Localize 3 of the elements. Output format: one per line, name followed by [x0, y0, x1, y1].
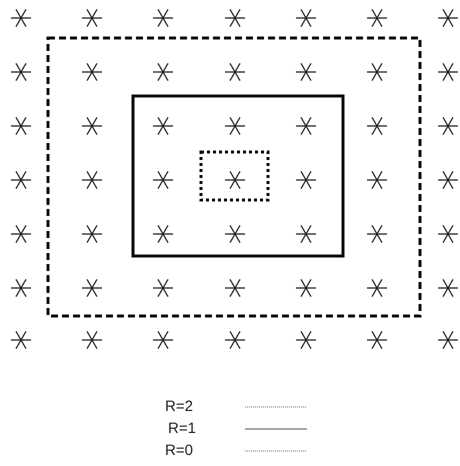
- legend-label: R=2: [165, 398, 193, 416]
- legend-label: R=1: [168, 420, 196, 438]
- legend-label: R=0: [165, 442, 193, 460]
